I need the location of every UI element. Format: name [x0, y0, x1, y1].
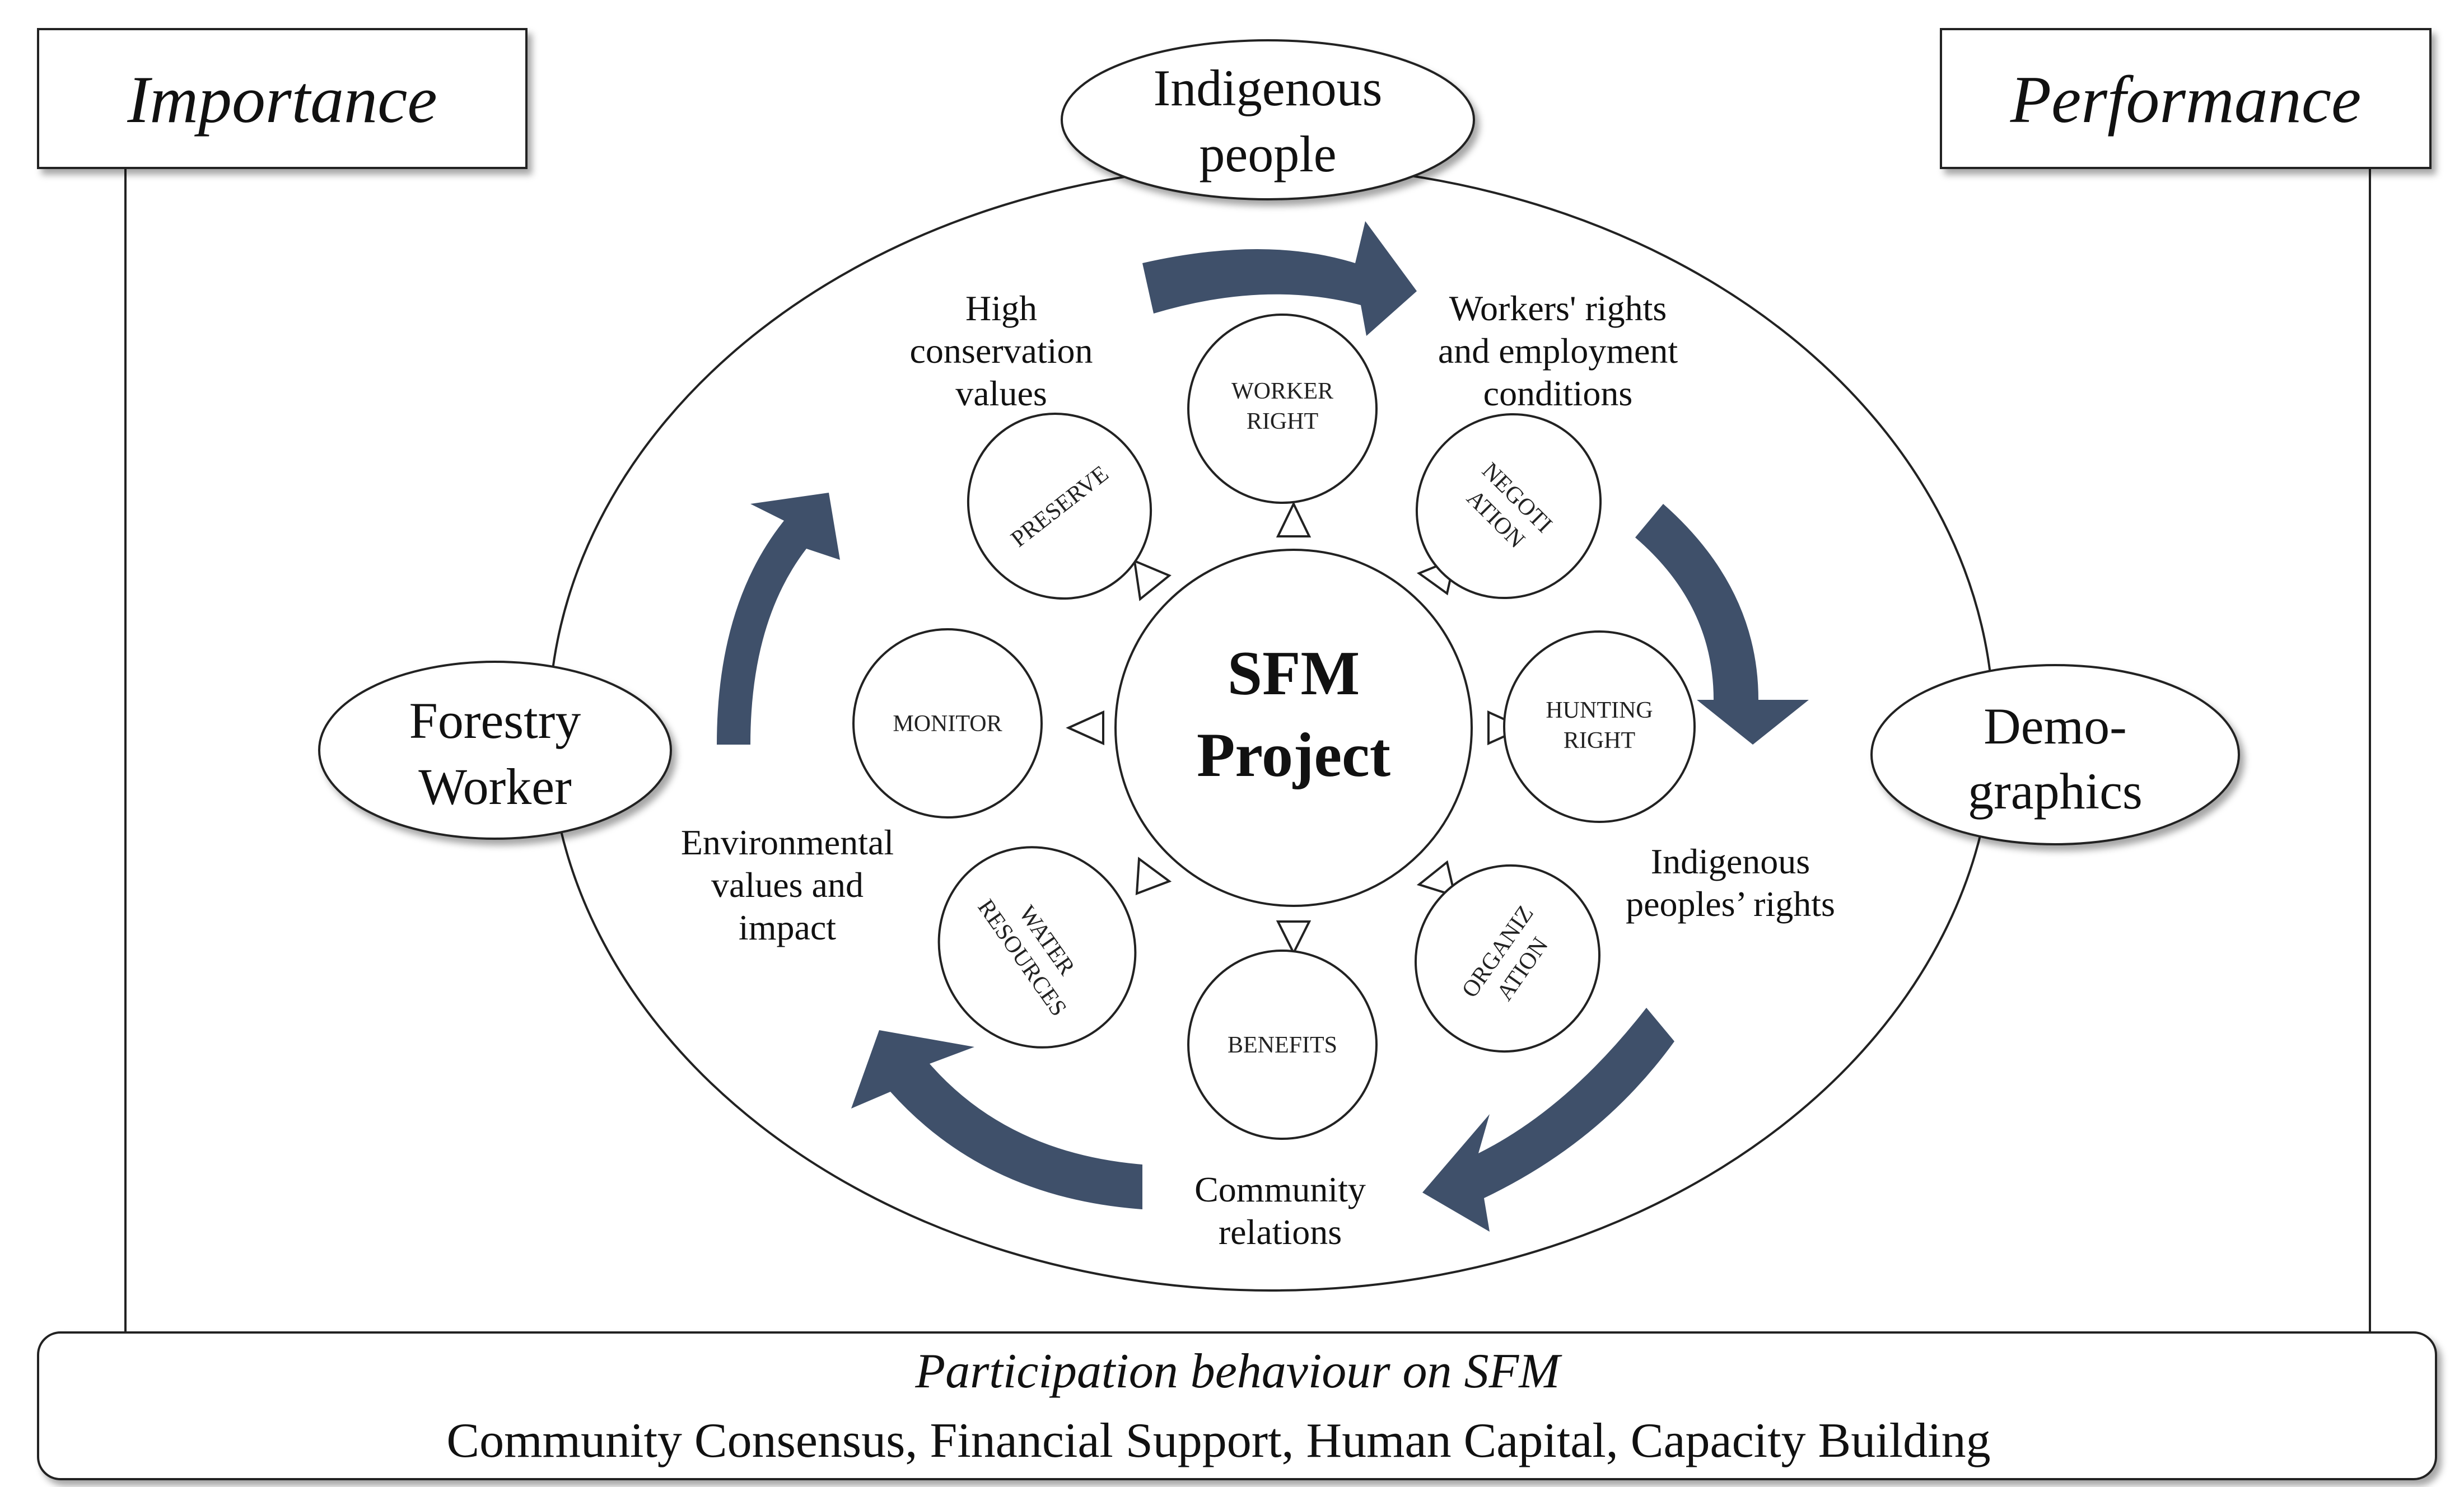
section-workers-rights-line3: conditions — [1483, 373, 1633, 413]
stakeholder-forestry-line1: Forestry — [409, 692, 581, 749]
component-monitor-label: MONITOR — [893, 711, 1002, 737]
importance-box: Importance — [37, 28, 528, 169]
stakeholder-forestry-line2: Worker — [418, 758, 572, 815]
component-benefits-label: BENEFITS — [1228, 1032, 1337, 1058]
center-label-line1: SFM — [1228, 639, 1360, 708]
component-negotiation: NEGOTI ATION — [1415, 413, 1602, 600]
banner-title: Participation behaviour on SFM — [914, 1344, 1562, 1399]
section-environmental: Environmental values and impact — [681, 822, 894, 947]
cycle-arrow-bottom-left — [851, 1030, 1142, 1209]
outer-frame — [124, 168, 2371, 1332]
component-worker-right-line1: WORKER — [1231, 378, 1333, 404]
section-high-conservation-line2: conservation — [910, 331, 1093, 371]
performance-box: Performance — [1940, 28, 2432, 169]
section-high-conservation-line3: values — [955, 373, 1047, 413]
stakeholder-demographics-line1: Demo- — [1984, 698, 2126, 755]
section-workers-rights-line1: Workers' rights — [1449, 288, 1667, 328]
stakeholder-demographics: Demo- graphics — [1870, 664, 2240, 845]
connector-triangle-bottom-left — [1135, 857, 1172, 895]
component-organization: ORGANIZ ATION — [1415, 864, 1600, 1053]
component-worker-right: WORKER RIGHT — [1187, 314, 1378, 504]
stakeholder-demographics-line2: graphics — [1968, 763, 2143, 820]
connector-triangle-bottom-right — [1416, 860, 1457, 897]
cycle-arrow-top — [1142, 221, 1417, 336]
connector-triangle-top — [1276, 501, 1312, 537]
section-community-relations-line1: Community — [1194, 1170, 1366, 1209]
section-indigenous-rights-line1: Indigenous — [1651, 841, 1810, 881]
center-label-line2: Project — [1197, 721, 1390, 790]
cycle-arrows — [717, 221, 1809, 1232]
cycle-arrow-right — [1635, 504, 1809, 745]
center-circle: SFM Project — [1114, 549, 1473, 907]
section-high-conservation-line1: High — [965, 288, 1037, 328]
connector-triangle-top-left — [1133, 559, 1172, 601]
banner-text: Community Consensus, Financial Support, … — [446, 1414, 1990, 1468]
section-environmental-line1: Environmental — [681, 822, 894, 862]
stakeholder-indigenous-line2: people — [1199, 125, 1336, 183]
section-workers-rights-line2: and employment — [1438, 331, 1678, 371]
section-workers-rights: Workers' rights and employment condition… — [1438, 288, 1678, 413]
cycle-arrow-bottom-right — [1422, 1008, 1674, 1232]
connector-triangle-left — [1066, 710, 1104, 746]
stakeholder-indigenous-people: Indigenous people — [1061, 39, 1475, 200]
cycle-arrow-left — [717, 493, 840, 745]
stakeholder-forestry-worker: Forestry Worker — [318, 661, 672, 840]
section-environmental-line2: values and — [711, 865, 864, 905]
component-preserve: PRESERVE — [967, 412, 1152, 600]
connector-triangle-bottom — [1276, 920, 1312, 956]
component-benefits: BENEFITS — [1187, 950, 1378, 1140]
section-community-relations: Community relations — [1194, 1170, 1366, 1252]
section-environmental-line3: impact — [739, 908, 836, 947]
participation-banner: Participation behaviour on SFM Community… — [37, 1331, 2437, 1480]
component-water-resources: WATER RESOURCES — [937, 846, 1137, 1049]
performance-label: Performance — [2010, 62, 2361, 137]
component-hunting-right-line2: RIGHT — [1564, 728, 1635, 754]
component-monitor: MONITOR — [852, 628, 1043, 819]
component-hunting-right: HUNTING RIGHT — [1503, 630, 1696, 823]
section-community-relations-line2: relations — [1219, 1212, 1342, 1252]
importance-label: Importance — [127, 62, 437, 137]
stakeholder-indigenous-line1: Indigenous — [1154, 59, 1383, 116]
section-indigenous-rights: Indigenous peoples’ rights — [1626, 841, 1835, 924]
component-hunting-right-line1: HUNTING — [1546, 698, 1653, 723]
section-indigenous-rights-line2: peoples’ rights — [1626, 884, 1835, 924]
component-worker-right-line2: RIGHT — [1247, 409, 1318, 434]
section-high-conservation: High conservation values — [910, 288, 1093, 413]
